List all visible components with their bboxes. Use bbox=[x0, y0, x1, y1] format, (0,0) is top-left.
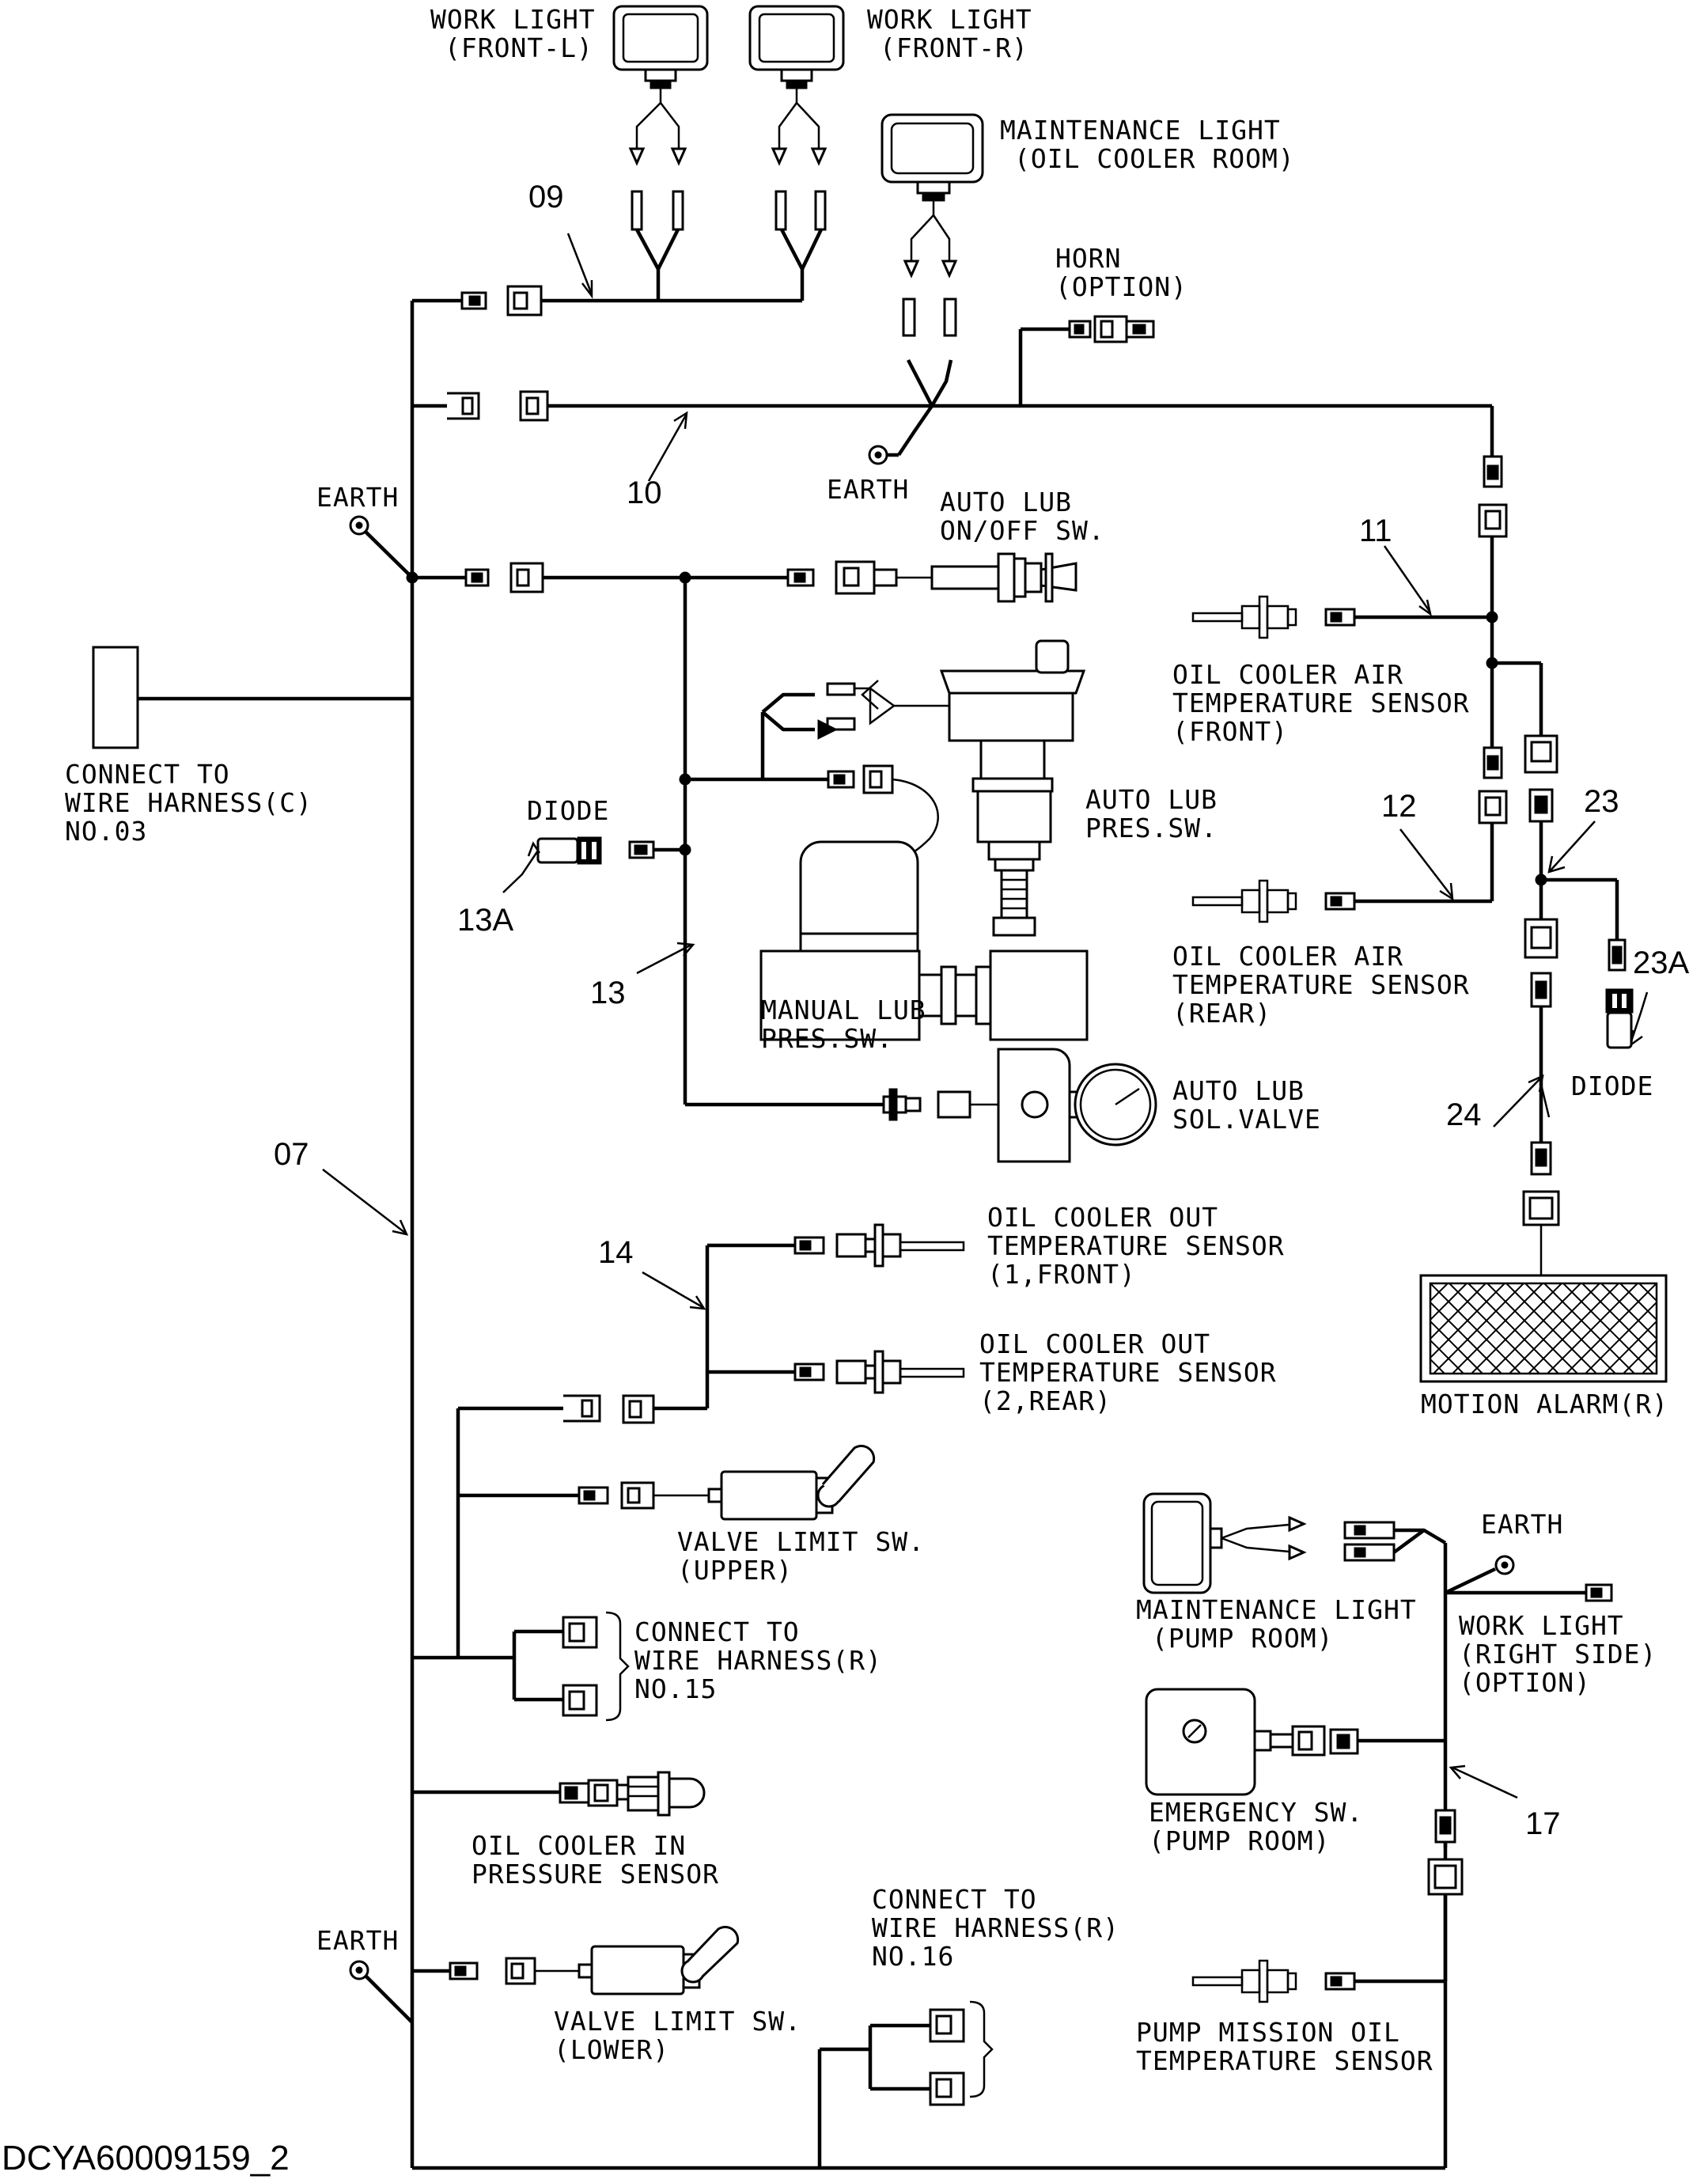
label-earth-lower-left: EARTH bbox=[316, 1925, 399, 1956]
document-id: DCYA60009159_2 bbox=[2, 2139, 290, 2177]
harness-numbers: 09 10 11 12 13 13A 07 14 23 23A 24 17 bbox=[274, 180, 1689, 1841]
auto-lub-pres-sw-icon bbox=[817, 639, 1086, 937]
valve-limit-lower-icon bbox=[449, 1925, 740, 1995]
maintenance-light-oil-cooler-icon bbox=[881, 113, 984, 279]
emergency-sw-icon bbox=[1145, 1688, 1294, 1796]
harness-number-23: 23 bbox=[1584, 784, 1619, 819]
auto-lub-switch-icon bbox=[835, 552, 1077, 603]
junction-dot bbox=[406, 571, 418, 584]
harness-number-23a: 23A bbox=[1633, 946, 1689, 980]
harness-23 bbox=[1524, 734, 1619, 1008]
label-work-light-front-l: WORK LIGHT(FRONT-L) bbox=[430, 4, 596, 63]
label-valve-limit-lower: VALVE LIMIT SW.(LOWER) bbox=[554, 2006, 801, 2065]
work-light-front-r-icon bbox=[748, 5, 845, 166]
harness-number-09: 09 bbox=[528, 180, 564, 214]
label-horn: HORN(OPTION) bbox=[1055, 243, 1187, 302]
harness-07-trunk bbox=[138, 298, 1445, 2170]
earth-upper-left-icon bbox=[349, 515, 369, 536]
oil-cooler-air-rear-icon bbox=[1191, 879, 1297, 923]
harness-c-connector bbox=[92, 646, 139, 749]
harness-11 bbox=[1324, 455, 1543, 748]
label-earth-right: EARTH bbox=[1481, 1509, 1563, 1540]
auto-lub-sol-valve-icon bbox=[882, 1048, 1157, 1163]
valve-limit-upper-icon bbox=[620, 1444, 876, 1521]
valve-limit-upper-wire bbox=[458, 1486, 609, 1505]
harness-r16-connectors bbox=[817, 2000, 994, 2168]
harness-number-11: 11 bbox=[1359, 514, 1392, 548]
harness-number-17: 17 bbox=[1525, 1806, 1561, 1841]
label-work-light-front-r: WORK LIGHT(FRONT-R) bbox=[867, 4, 1032, 63]
harness-r15-connectors bbox=[458, 1611, 630, 1722]
motion-alarm-icon bbox=[1419, 1274, 1668, 1383]
earth-lower-left-icon bbox=[349, 1960, 369, 1980]
maintenance-light-pump-icon bbox=[1142, 1492, 1307, 1594]
label-valve-limit-upper: VALVE LIMIT SW.(UPPER) bbox=[677, 1526, 925, 1586]
oil-cooler-in-pressure-icon bbox=[559, 1771, 706, 1817]
harness-24 bbox=[1522, 1006, 1560, 1275]
harness-17 bbox=[1291, 1521, 1613, 2168]
label-diode-13a: DIODE bbox=[527, 795, 609, 826]
label-emergency-sw: EMERGENCY SW.(PUMP ROOM) bbox=[1149, 1797, 1363, 1856]
label-diode-23a: DIODE bbox=[1571, 1071, 1653, 1101]
label-maintenance-light-oil-cooler: MAINTENANCE LIGHT(OIL COOLER ROOM) bbox=[1000, 115, 1295, 174]
diode-23a-icon bbox=[1605, 938, 1649, 1049]
harness-09 bbox=[460, 190, 827, 316]
harness-number-14: 14 bbox=[598, 1235, 634, 1270]
label-maintenance-light-pump: MAINTENANCE LIGHT(PUMP ROOM) bbox=[1136, 1594, 1417, 1654]
leader-lines bbox=[322, 233, 1596, 1799]
harness-number-12: 12 bbox=[1381, 789, 1417, 824]
earth-right-icon bbox=[1494, 1555, 1515, 1575]
harness-number-13: 13 bbox=[590, 976, 626, 1010]
harness-number-10: 10 bbox=[627, 476, 662, 510]
labels: WORK LIGHT(FRONT-L) WORK LIGHT(FRONT-R) … bbox=[65, 4, 1668, 2076]
label-earth-top: EARTH bbox=[827, 474, 909, 505]
harness-number-24: 24 bbox=[1446, 1097, 1482, 1132]
earth-top-icon bbox=[868, 445, 888, 465]
oil-cooler-air-front-icon bbox=[1191, 595, 1297, 639]
label-earth-upper-left: EARTH bbox=[316, 482, 399, 513]
label-motion-alarm: MOTION ALARM(R) bbox=[1421, 1389, 1668, 1419]
harness-13 bbox=[464, 562, 884, 1107]
harness-number-07: 07 bbox=[274, 1137, 309, 1172]
pump-mission-sensor-icon bbox=[1191, 1959, 1297, 2003]
oil-cooler-out-front-icon bbox=[835, 1223, 965, 1268]
harness-10 bbox=[447, 298, 1494, 457]
label-work-light-right-side: WORK LIGHT(RIGHT SIDE)(OPTION) bbox=[1459, 1610, 1657, 1698]
diode-13a-icon bbox=[502, 836, 655, 893]
harness-14 bbox=[456, 1236, 825, 1658]
manual-lub-pres-sw-icon bbox=[759, 840, 1089, 1041]
harness-12 bbox=[1324, 746, 1508, 911]
harness-number-13a: 13A bbox=[457, 903, 513, 938]
work-light-front-l-icon bbox=[612, 5, 709, 166]
oil-cooler-out-rear-icon bbox=[835, 1350, 965, 1394]
